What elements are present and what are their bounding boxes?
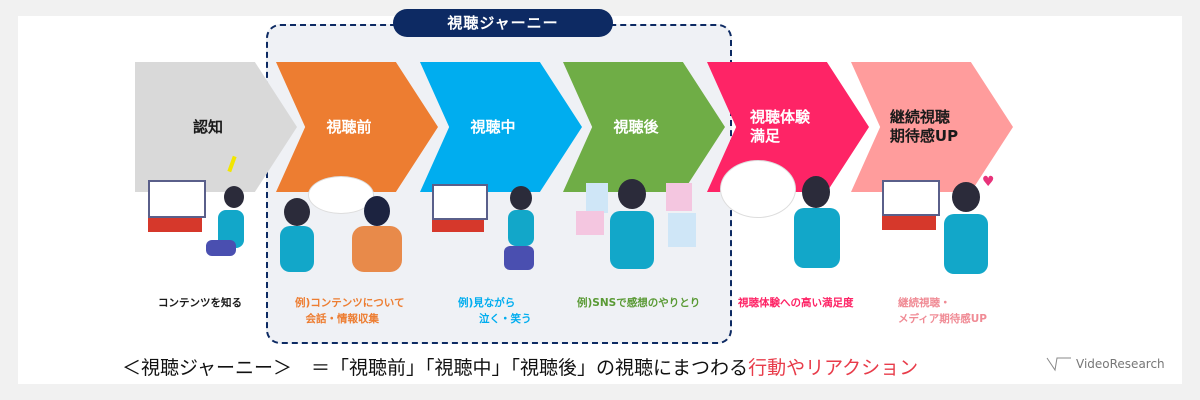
journey-header-pill: 視聴ジャーニー	[393, 9, 613, 37]
tv-next-icon	[882, 180, 940, 216]
person-legs-icon	[504, 246, 534, 270]
caption-after: 例)SNSで感想のやりとり	[577, 297, 701, 309]
person-head-icon	[618, 179, 646, 209]
tv-icon	[148, 180, 206, 218]
man-body-icon	[352, 226, 402, 272]
chat-bubble-icon	[586, 183, 608, 213]
summary-highlight: 行動やリアクション	[748, 357, 919, 379]
stage-label-satisfaction: 視聴体験 満足	[749, 108, 810, 145]
person-head-icon	[802, 176, 830, 208]
caption-continuation: 継続視聴・ メディア期待感UP	[898, 297, 987, 325]
tv-stand-icon	[432, 220, 484, 232]
profile-card-icon	[666, 183, 692, 211]
tv-stand-icon	[882, 216, 936, 230]
illustration-after	[576, 175, 696, 280]
stage-label-before: 視聴前	[326, 117, 372, 136]
summary-prefix: ＜視聴ジャーニー＞ ＝「視聴前」「視聴中」「視聴後」の視聴にまつわる	[122, 357, 749, 379]
stage-label-continuation: 継続視聴 期待感UP	[889, 108, 959, 145]
woman-body-icon	[280, 226, 314, 272]
man-head-icon	[364, 196, 390, 226]
tv-stand-icon	[148, 218, 202, 232]
caption-before: 例)コンテンツについて 会話・情報収集	[295, 297, 405, 325]
illustration-before	[280, 176, 420, 276]
thought-bubble-icon	[720, 160, 796, 218]
illustration-continuation: ♥	[882, 174, 1002, 278]
logo-mark-icon	[1046, 357, 1071, 372]
caption-satisfaction: 視聴体験への高い満足度	[738, 297, 854, 309]
heart-icon: ♥	[982, 174, 995, 190]
logo-text: VideoResearch	[1076, 357, 1165, 371]
person-legs-icon	[206, 240, 236, 256]
illustration-satisfaction	[720, 160, 850, 280]
person-body-icon	[944, 214, 988, 274]
person-head-icon	[952, 182, 980, 212]
person-body-icon	[508, 210, 534, 246]
profile-card-icon	[576, 211, 604, 235]
summary-text: ＜視聴ジャーニー＞ ＝「視聴前」「視聴中」「視聴後」の視聴にまつわる行動やリアク…	[122, 353, 918, 380]
illustration-awareness	[148, 155, 268, 275]
stage-label-during: 視聴中	[470, 117, 516, 136]
person-head-icon	[224, 186, 244, 208]
person-body-icon	[610, 211, 654, 269]
illustration-during	[432, 160, 552, 280]
chat-bubble-icon	[668, 213, 696, 247]
stage-label-awareness: 認知	[192, 117, 223, 136]
tv-icon	[432, 184, 488, 220]
person-body-icon	[794, 208, 840, 268]
person-head-icon	[510, 186, 532, 210]
speech-bubble-icon	[308, 176, 374, 214]
stage-label-after: 視聴後	[613, 117, 659, 136]
caption-awareness: コンテンツを知る	[158, 297, 242, 309]
woman-head-icon	[284, 198, 310, 226]
caption-during: 例)見ながら 泣く・笑う	[458, 297, 532, 325]
videoresearch-logo: VideoResearch	[1046, 356, 1165, 372]
